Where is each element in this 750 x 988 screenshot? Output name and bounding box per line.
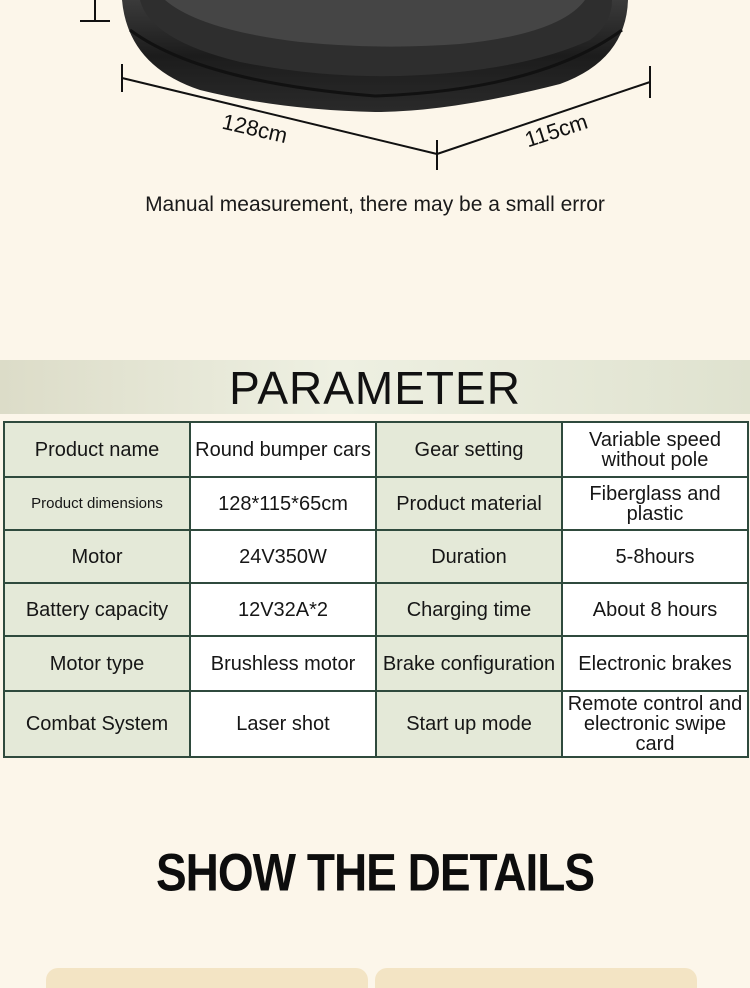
- param-label: Product name: [3, 421, 191, 478]
- param-label: Combat System: [3, 690, 191, 758]
- param-value: Variable speed without pole: [561, 421, 749, 478]
- param-value: 5-8hours: [561, 529, 749, 584]
- bumper-car-photo: 128cm 115cm: [80, 0, 651, 170]
- param-value: Remote control and electronic swipe card: [561, 690, 749, 758]
- param-value: 24V350W: [189, 529, 377, 584]
- param-label: Motor: [3, 529, 191, 584]
- table-row: Battery capacity 12V32A*2 Charging time …: [3, 582, 749, 637]
- measurement-note: Manual measurement, there may be a small…: [145, 193, 605, 216]
- detail-card: [375, 968, 697, 988]
- param-value: About 8 hours: [561, 582, 749, 637]
- length-dimension-label: 128cm: [220, 109, 290, 148]
- param-value: Laser shot: [189, 690, 377, 758]
- param-value: 12V32A*2: [189, 582, 377, 637]
- param-label: Battery capacity: [3, 582, 191, 637]
- table-row: Motor type Brushless motor Brake configu…: [3, 635, 749, 692]
- param-value: Brushless motor: [189, 635, 377, 692]
- param-value: Electronic brakes: [561, 635, 749, 692]
- param-label: Charging time: [375, 582, 563, 637]
- param-label: Duration: [375, 529, 563, 584]
- table-row: Motor 24V350W Duration 5-8hours: [3, 529, 749, 584]
- detail-card: [46, 968, 368, 988]
- table-row: Product dimensions 128*115*65cm Product …: [3, 476, 749, 531]
- parameter-title: PARAMETER: [229, 362, 521, 414]
- table-row: Combat System Laser shot Start up mode R…: [3, 690, 749, 758]
- param-label: Start up mode: [375, 690, 563, 758]
- width-dimension-label: 115cm: [522, 109, 591, 153]
- param-value: Round bumper cars: [189, 421, 377, 478]
- table-row: Product name Round bumper cars Gear sett…: [3, 421, 749, 478]
- parameter-banner: [0, 360, 750, 414]
- details-heading: SHOW THE DETAILS: [155, 842, 595, 902]
- param-label: Motor type: [3, 635, 191, 692]
- param-value: Fiberglass and plastic: [561, 476, 749, 531]
- param-value: 128*115*65cm: [189, 476, 377, 531]
- parameter-table: Product name Round bumper cars Gear sett…: [3, 421, 749, 758]
- param-label: Brake configuration: [375, 635, 563, 692]
- param-label: Gear setting: [375, 421, 563, 478]
- param-label: Product material: [375, 476, 563, 531]
- param-label: Product dimensions: [3, 476, 191, 531]
